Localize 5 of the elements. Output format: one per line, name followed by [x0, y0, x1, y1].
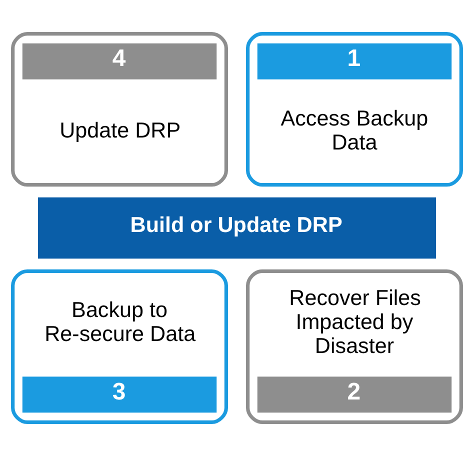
node-box: 1 Access Backup Data — [246, 32, 463, 186]
node-box: Backup to Re-secure Data 3 — [11, 268, 228, 424]
node-box: 4 Update DRP — [11, 32, 228, 186]
node-box: Recover Files Impacted by Disaster 2 — [246, 268, 463, 424]
node-box: Build or Update DRP — [38, 196, 436, 258]
